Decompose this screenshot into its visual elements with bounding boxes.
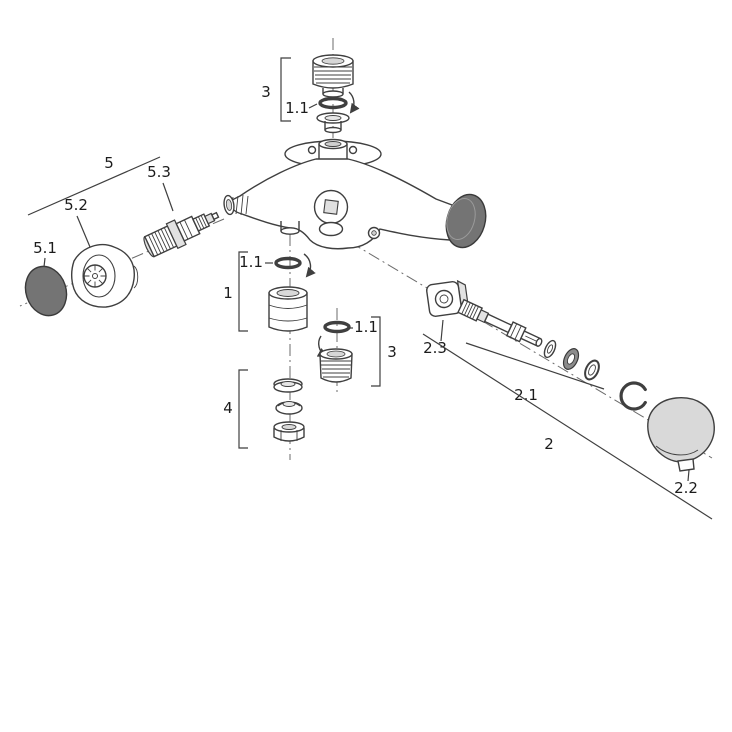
- thread-hatching: [314, 66, 352, 84]
- union-fitting-bore: [321, 57, 345, 65]
- leader-2-3: [440, 319, 444, 342]
- spindle-washer-bore: [546, 344, 554, 354]
- right-assembly: [426, 279, 715, 472]
- mounting-nut: [426, 279, 470, 317]
- bracket-3-mid: [371, 316, 381, 387]
- knob-center-hole: [92, 273, 98, 279]
- leader-5-2: [76, 215, 91, 248]
- left-inlet-bore: [225, 199, 233, 211]
- o-ring-top: [318, 96, 348, 110]
- fitting-neck-end: [322, 90, 344, 98]
- collar-grooves: [509, 323, 522, 340]
- part-label: 2.2: [674, 479, 698, 497]
- right-end-cap: [445, 193, 487, 249]
- cartridge: [143, 211, 220, 258]
- part-label: 5.1: [33, 239, 57, 257]
- part-label: 5.2: [64, 196, 88, 214]
- bracket-4: [238, 369, 248, 449]
- part-label: 2.3: [423, 339, 447, 357]
- retaining-washer-bore: [588, 364, 596, 376]
- union-fitting-body: [312, 60, 354, 89]
- gland-bore: [282, 401, 296, 407]
- part-label: 2.1: [514, 386, 538, 404]
- spindle-splines: [461, 301, 479, 320]
- spindle-washer: [543, 339, 557, 359]
- part-label: 5: [104, 154, 114, 172]
- spindle: [457, 298, 543, 347]
- washer-neck-end: [324, 126, 342, 134]
- leader-2: [422, 333, 713, 520]
- mid-right-fitting-group: [316, 320, 353, 383]
- valve-body: [223, 138, 487, 250]
- cartridge-grooves: [179, 219, 193, 240]
- top-port-walls: [318, 144, 348, 159]
- side-port-bore: [371, 230, 377, 236]
- left-assembly: [24, 211, 220, 317]
- part-label: 3: [261, 83, 271, 101]
- underside-dome: [318, 221, 344, 237]
- leader-2-1: [465, 342, 605, 390]
- bushing-bore: [276, 289, 300, 297]
- square-drive-hole: [323, 199, 339, 215]
- cartridge-tip-end: [210, 211, 220, 221]
- leader-5: [27, 156, 161, 216]
- flange-screw-hole: [348, 145, 358, 155]
- part-label: 2: [544, 435, 554, 453]
- leader-5-1: [43, 257, 46, 268]
- thread-hatching: [321, 360, 351, 378]
- top-fitting-group: [312, 54, 360, 134]
- top-port-bore: [324, 141, 342, 147]
- annotations: 3 1.1 5 5.3 5.2 5.1 1.1 1 1.1 3 4 2.3 2.…: [27, 57, 713, 520]
- control-handle: [647, 397, 715, 463]
- o-ring-right: [323, 320, 351, 334]
- spindle-tip: [535, 337, 543, 347]
- knob-inner-ring: [82, 254, 116, 298]
- bottom-port: [280, 227, 300, 235]
- flat-washer-bore: [280, 381, 296, 387]
- stem-splines: [195, 215, 207, 230]
- spindle-shaft: [483, 313, 513, 334]
- bottom-port-walls: [280, 221, 300, 231]
- center-column-parts: [268, 253, 316, 442]
- leader-1-1-top: [308, 103, 318, 109]
- centerlines: [19, 38, 713, 460]
- knob-spline-teeth: [84, 265, 106, 287]
- knob-rim-edge: [133, 265, 139, 289]
- part-label: 1.1: [239, 253, 263, 271]
- end-cap: [24, 265, 68, 317]
- o-ring-left: [274, 256, 302, 270]
- leader-5-3: [162, 182, 174, 212]
- part-label: 1: [223, 284, 233, 302]
- right-end-cap-highlight: [446, 197, 476, 241]
- bushing-bands: [268, 304, 308, 322]
- stem-slot: [525, 335, 538, 342]
- seal-ring-bore: [566, 353, 576, 365]
- install-arrow-top: [348, 91, 360, 114]
- flange-screw-hole: [307, 145, 317, 155]
- adapter-bushing: [268, 292, 308, 332]
- bracket-3-top: [280, 57, 291, 122]
- lock-nut-bore: [281, 424, 297, 430]
- flange-washer-bore: [324, 115, 342, 121]
- handle-tab: [677, 458, 695, 472]
- leader-2-2: [687, 469, 690, 482]
- bracket-1: [238, 251, 248, 332]
- nut-facets: [280, 430, 298, 441]
- handle-seam: [655, 445, 699, 456]
- part-label: 1.1: [285, 99, 309, 117]
- part-label: 3: [387, 343, 397, 361]
- cartridge-thread-hatching: [148, 227, 175, 256]
- mounting-nut-bore-inner: [439, 294, 449, 304]
- threaded-fitting-bore: [326, 350, 346, 358]
- part-label: 4: [223, 399, 233, 417]
- snap-ring: [619, 381, 647, 411]
- center-axis-right: [349, 241, 713, 459]
- install-arrow-left: [303, 253, 316, 278]
- part-label: 5.3: [147, 163, 171, 181]
- retaining-washer: [584, 359, 600, 381]
- mounting-nut-bore: [434, 289, 454, 309]
- part-label: 1.1: [354, 318, 378, 336]
